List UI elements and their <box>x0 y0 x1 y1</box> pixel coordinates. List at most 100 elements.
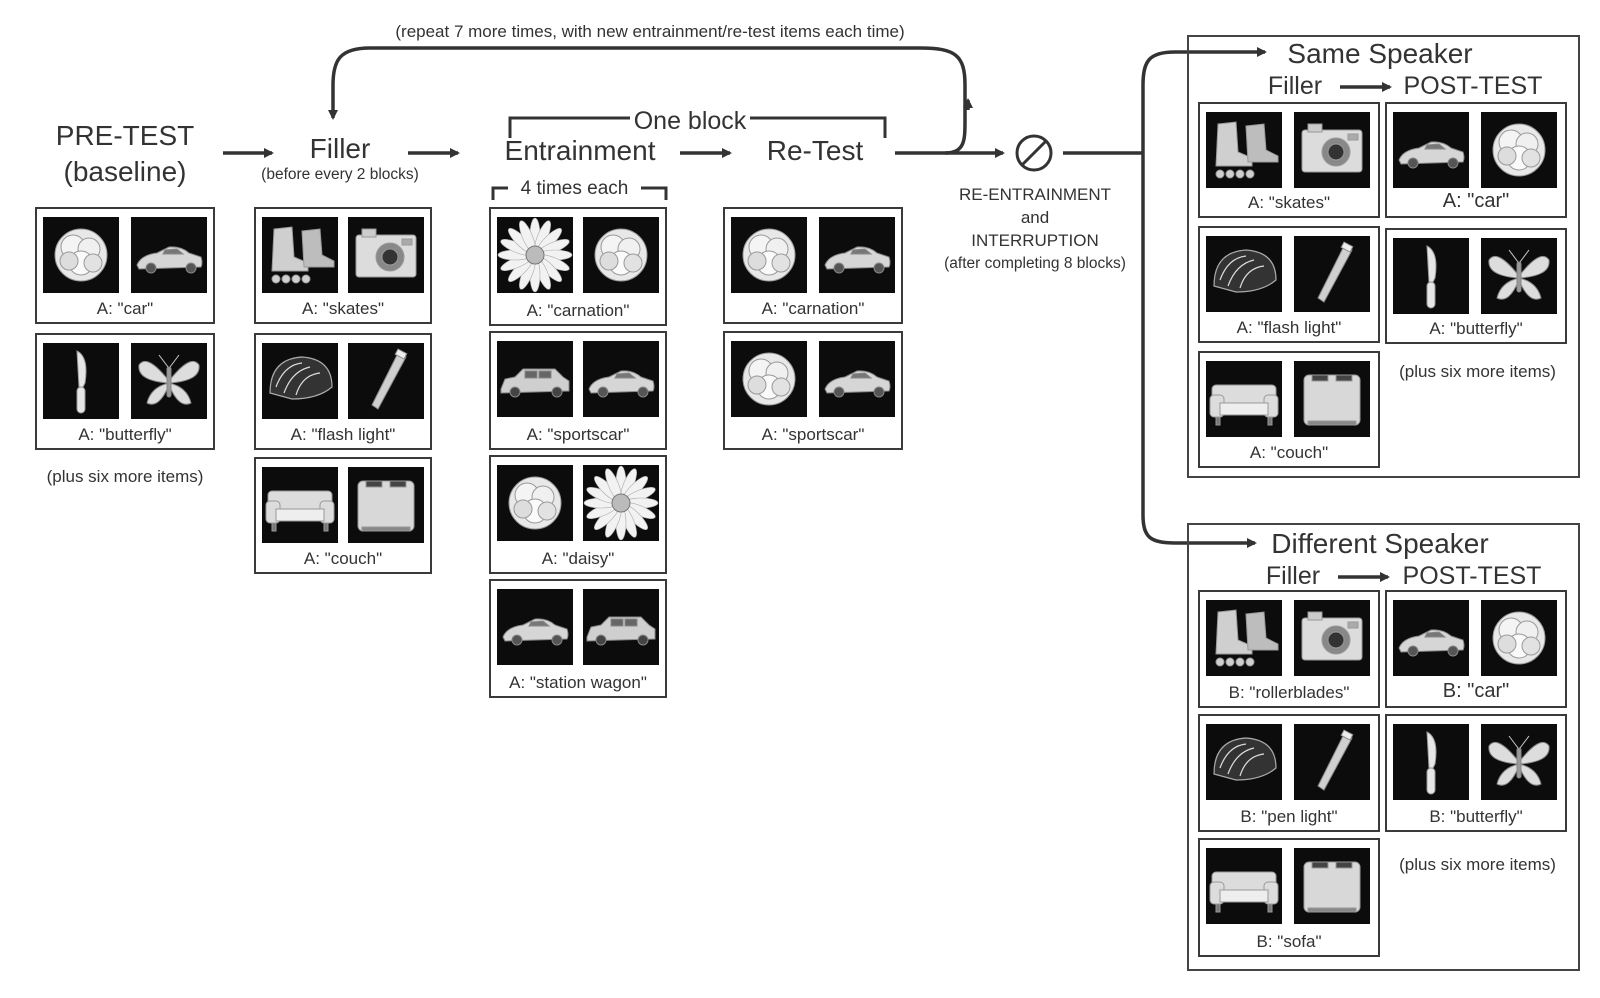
four-times-label: 4 times each <box>520 178 629 199</box>
diff-post-card-1: B: "car" <box>1385 590 1567 708</box>
knife-image <box>1393 724 1469 800</box>
carnation-image <box>731 217 807 293</box>
one-block-label: One block <box>633 107 747 135</box>
same-filler-card-2: A: "flash light" <box>1198 226 1380 343</box>
arrow-to-same-speaker <box>1141 47 1267 153</box>
card-caption: A: "flash light" <box>290 425 396 444</box>
same-filler-card-3: A: "couch" <box>1198 351 1380 468</box>
card-caption: B: "car" <box>1442 680 1510 702</box>
same-more-items: (plus six more items) <box>1399 362 1556 381</box>
couch-image <box>262 467 338 543</box>
entrainment-title: Entrainment <box>504 135 656 166</box>
flashlight-image <box>348 343 424 419</box>
diff-post-card-2: B: "butterfly" <box>1385 714 1567 832</box>
pretest-more-items: (plus six more items) <box>46 467 204 486</box>
diff-more-items: (plus six more items) <box>1399 855 1556 874</box>
knife-image <box>1393 238 1469 314</box>
filler-title: Filler <box>309 133 371 164</box>
same-speaker-filler-label: Filler <box>1267 72 1323 100</box>
same-post-card-2: A: "butterfly" <box>1385 228 1567 344</box>
sportscar-image <box>1393 600 1469 676</box>
flashlight-image <box>1294 236 1370 312</box>
filler-card-3: A: "couch" <box>254 457 432 574</box>
toaster-image <box>348 467 424 543</box>
different-speaker-posttest-label: POST-TEST <box>1402 562 1542 590</box>
diff-filler-card-1: B: "rollerblades" <box>1198 590 1380 708</box>
same-speaker-panel <box>1187 35 1580 478</box>
camera-image <box>348 217 424 293</box>
card-caption: A: "car" <box>1442 190 1510 212</box>
stationwagon-image <box>583 589 659 665</box>
interruption-line1: RE-ENTRAINMENT <box>958 185 1112 204</box>
pretest-card-1: A: "car" <box>35 207 215 324</box>
carnation-image <box>731 341 807 417</box>
card-caption: A: "sportscar" <box>526 425 630 444</box>
card-caption: B: "rollerblades" <box>1228 683 1350 702</box>
camera-image <box>1294 600 1370 676</box>
entrainment-card-4: A: "station wagon" <box>489 579 667 698</box>
retest-card-1: A: "carnation" <box>723 207 903 324</box>
camera-image <box>1294 112 1370 188</box>
diff-filler-card-3: B: "sofa" <box>1198 838 1380 957</box>
retest-title: Re-Test <box>766 135 864 166</box>
card-caption: A: "daisy" <box>541 549 615 568</box>
one-block-bracket <box>508 116 887 138</box>
carnation-image <box>1481 600 1557 676</box>
carnation-image <box>497 465 573 541</box>
sportscar-image <box>819 341 895 417</box>
card-caption: B: "sofa" <box>1256 932 1322 951</box>
carnation-image <box>43 217 119 293</box>
stationwagon-image <box>497 341 573 417</box>
arrow-to-different-speaker <box>1141 153 1257 548</box>
skates-image <box>262 217 338 293</box>
daisy-image <box>583 465 659 541</box>
butterfly-image <box>1481 238 1557 314</box>
toaster-image <box>1294 848 1370 924</box>
pretest-subtitle: (baseline) <box>63 156 187 187</box>
couch-image <box>1206 361 1282 437</box>
card-caption: A: "skates" <box>302 299 384 318</box>
interruption-line3: INTERRUPTION <box>971 231 1099 250</box>
card-caption: A: "couch" <box>1249 443 1329 462</box>
card-caption: A: "butterfly" <box>78 425 172 444</box>
same-post-card-1: A: "car" <box>1385 102 1567 218</box>
card-caption: A: "flash light" <box>1236 318 1342 337</box>
entrainment-card-2: A: "sportscar" <box>489 331 667 450</box>
card-caption: B: "butterfly" <box>1429 807 1523 826</box>
sportscar-image <box>819 217 895 293</box>
helmet-image <box>1206 236 1282 312</box>
entrainment-card-3: A: "daisy" <box>489 455 667 574</box>
butterfly-image <box>131 343 207 419</box>
diff-filler-card-2: B: "pen light" <box>1198 714 1380 832</box>
four-times-bracket <box>491 186 668 200</box>
sportscar-image <box>497 589 573 665</box>
same-filler-card-1: A: "skates" <box>1198 102 1380 218</box>
same-speaker-title: Same Speaker <box>1287 38 1473 69</box>
entrainment-card-1: A: "carnation" <box>489 207 667 326</box>
filler-card-1: A: "skates" <box>254 207 432 324</box>
different-speaker-panel <box>1187 523 1580 971</box>
card-caption: A: "carnation" <box>526 301 630 320</box>
sportscar-image <box>1393 112 1469 188</box>
skates-image <box>1206 600 1282 676</box>
butterfly-image <box>1481 724 1557 800</box>
same-speaker-posttest-label: POST-TEST <box>1403 72 1543 100</box>
card-caption: A: "car" <box>96 299 154 318</box>
card-caption: A: "sportscar" <box>761 425 865 444</box>
repeat-note: (repeat 7 more times, with new entrainme… <box>395 22 905 41</box>
knife-image <box>43 343 119 419</box>
helmet-image <box>262 343 338 419</box>
different-speaker-title: Different Speaker <box>1271 528 1489 559</box>
card-caption: A: "carnation" <box>761 299 865 318</box>
pretest-title: PRE-TEST <box>55 120 195 151</box>
card-caption: A: "butterfly" <box>1429 319 1523 338</box>
helmet-image <box>1206 724 1282 800</box>
skates-image <box>1206 112 1282 188</box>
different-speaker-filler-label: Filler <box>1265 562 1321 590</box>
sportscar-image <box>131 217 207 293</box>
card-caption: A: "station wagon" <box>509 673 647 692</box>
daisy-image <box>497 217 573 293</box>
repeat-loop-arrow <box>328 46 967 155</box>
pretest-card-2: A: "butterfly" <box>35 333 215 450</box>
